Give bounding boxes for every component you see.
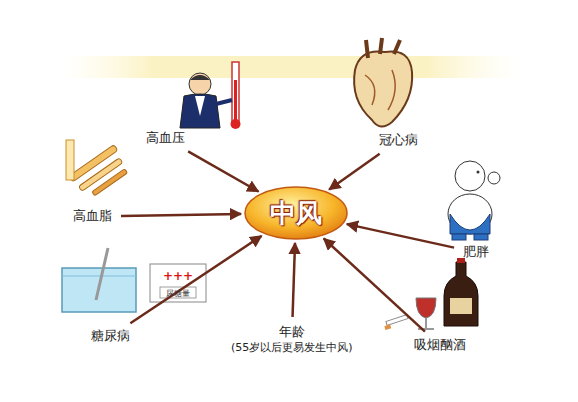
node-text: 年龄 xyxy=(227,324,357,341)
risk-factor-label: 高血压 xyxy=(142,128,189,149)
risk-factor-label: 肥胖 xyxy=(459,242,493,263)
node-text: 吸烟酗酒 xyxy=(410,337,470,354)
arrow-connector xyxy=(347,224,454,248)
risk-factor-label: 吸烟酗酒 xyxy=(410,335,470,356)
top-band xyxy=(60,56,520,78)
arrow-connector xyxy=(324,239,425,332)
smoke-drink-figure xyxy=(384,258,478,330)
arrow-connector xyxy=(329,154,379,190)
node-text: 肥胖 xyxy=(459,244,493,261)
stroke-oval: 中风 xyxy=(244,186,348,240)
node-text: 糖尿病 xyxy=(87,328,134,345)
risk-factor-label: 高血脂 xyxy=(69,206,116,227)
node-text: 高血压 xyxy=(142,130,189,147)
test-result: +++ xyxy=(163,269,193,283)
arrow-connector xyxy=(293,243,295,317)
arrow-connector xyxy=(130,236,261,323)
risk-factor-label: 糖尿病 xyxy=(87,326,134,347)
card-text: 尿糖量 xyxy=(166,288,190,299)
risk-factor-label: 年龄(55岁以后更易发生中风) xyxy=(227,322,357,357)
diabetes-figure xyxy=(62,248,206,312)
arrow-connector xyxy=(121,214,241,216)
arrow-connector xyxy=(188,151,258,191)
center-title: 中风 xyxy=(244,199,348,228)
lipid-figure xyxy=(66,140,132,202)
risk-factor-label: 冠心病 xyxy=(375,130,422,151)
node-text: 冠心病 xyxy=(375,132,422,149)
hypertension-figure xyxy=(180,62,241,129)
node-text: (55岁以后更易发生中风) xyxy=(227,341,357,355)
heart-figure xyxy=(354,38,412,127)
node-text: 高血脂 xyxy=(69,208,116,225)
obese-figure xyxy=(448,161,500,240)
